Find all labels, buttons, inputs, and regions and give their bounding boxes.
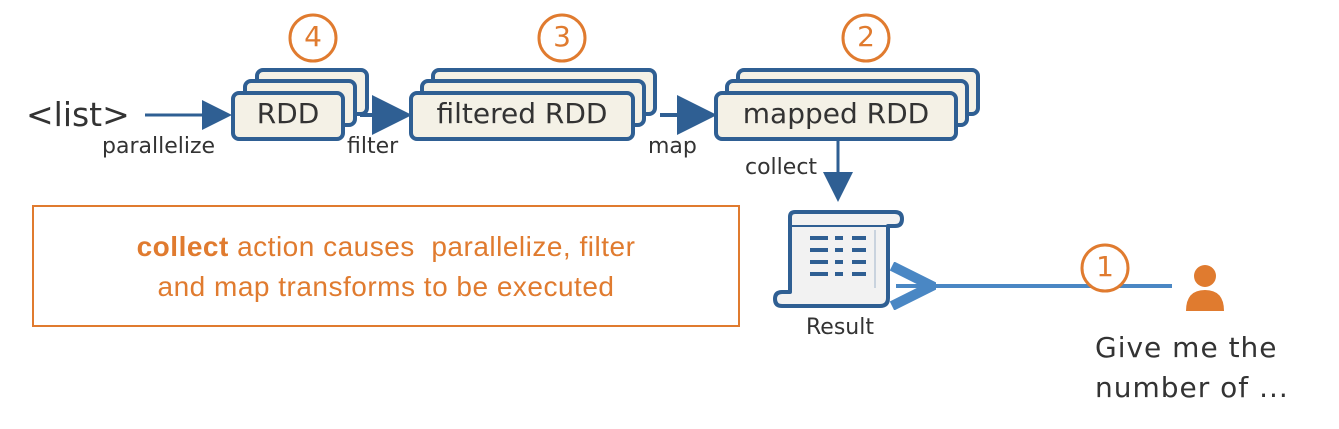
step-circle-4 [288,13,338,63]
edge-label-collect: collect [745,155,818,180]
step-number-4: 4 [304,20,322,53]
callout-line-2: and map transforms to be executed [157,271,615,302]
step-circle-2 [841,13,891,63]
step-circle-1 [1080,243,1130,293]
result-document-icon [773,210,904,308]
callout-box: collect action causes parallelize, filte… [32,205,740,327]
user-request-line-1: Give me the [1095,331,1278,364]
edge-label-map: map [648,134,697,159]
callout-line-1: collect action causes parallelize, filte… [34,227,738,267]
user-request-line-2: number of ... [1095,371,1289,404]
input-list-label: <list> [26,95,130,134]
mapped-rdd-label: mapped RDD [742,97,930,130]
rdd-stack [231,68,369,141]
step-number-1: 1 [1096,250,1114,283]
user-request-text: Give me the number of ... [1095,328,1289,408]
step-number-2: 2 [857,20,875,53]
callout-line-1-rest: action causes parallelize, filter [228,231,636,262]
step-circle-3 [537,13,587,63]
edge-label-filter: filter [347,134,399,159]
result-label: Result [806,315,874,340]
callout-bold-word: collect [136,231,229,262]
edge-label-parallelize: parallelize [102,134,216,159]
mapped-rdd-stack [714,68,980,141]
user-icon [1186,265,1224,311]
filtered-rdd-label: filtered RDD [436,97,608,130]
step-number-3: 3 [553,20,571,53]
rdd-label: RDD [256,97,320,130]
filtered-rdd-stack [409,68,657,141]
